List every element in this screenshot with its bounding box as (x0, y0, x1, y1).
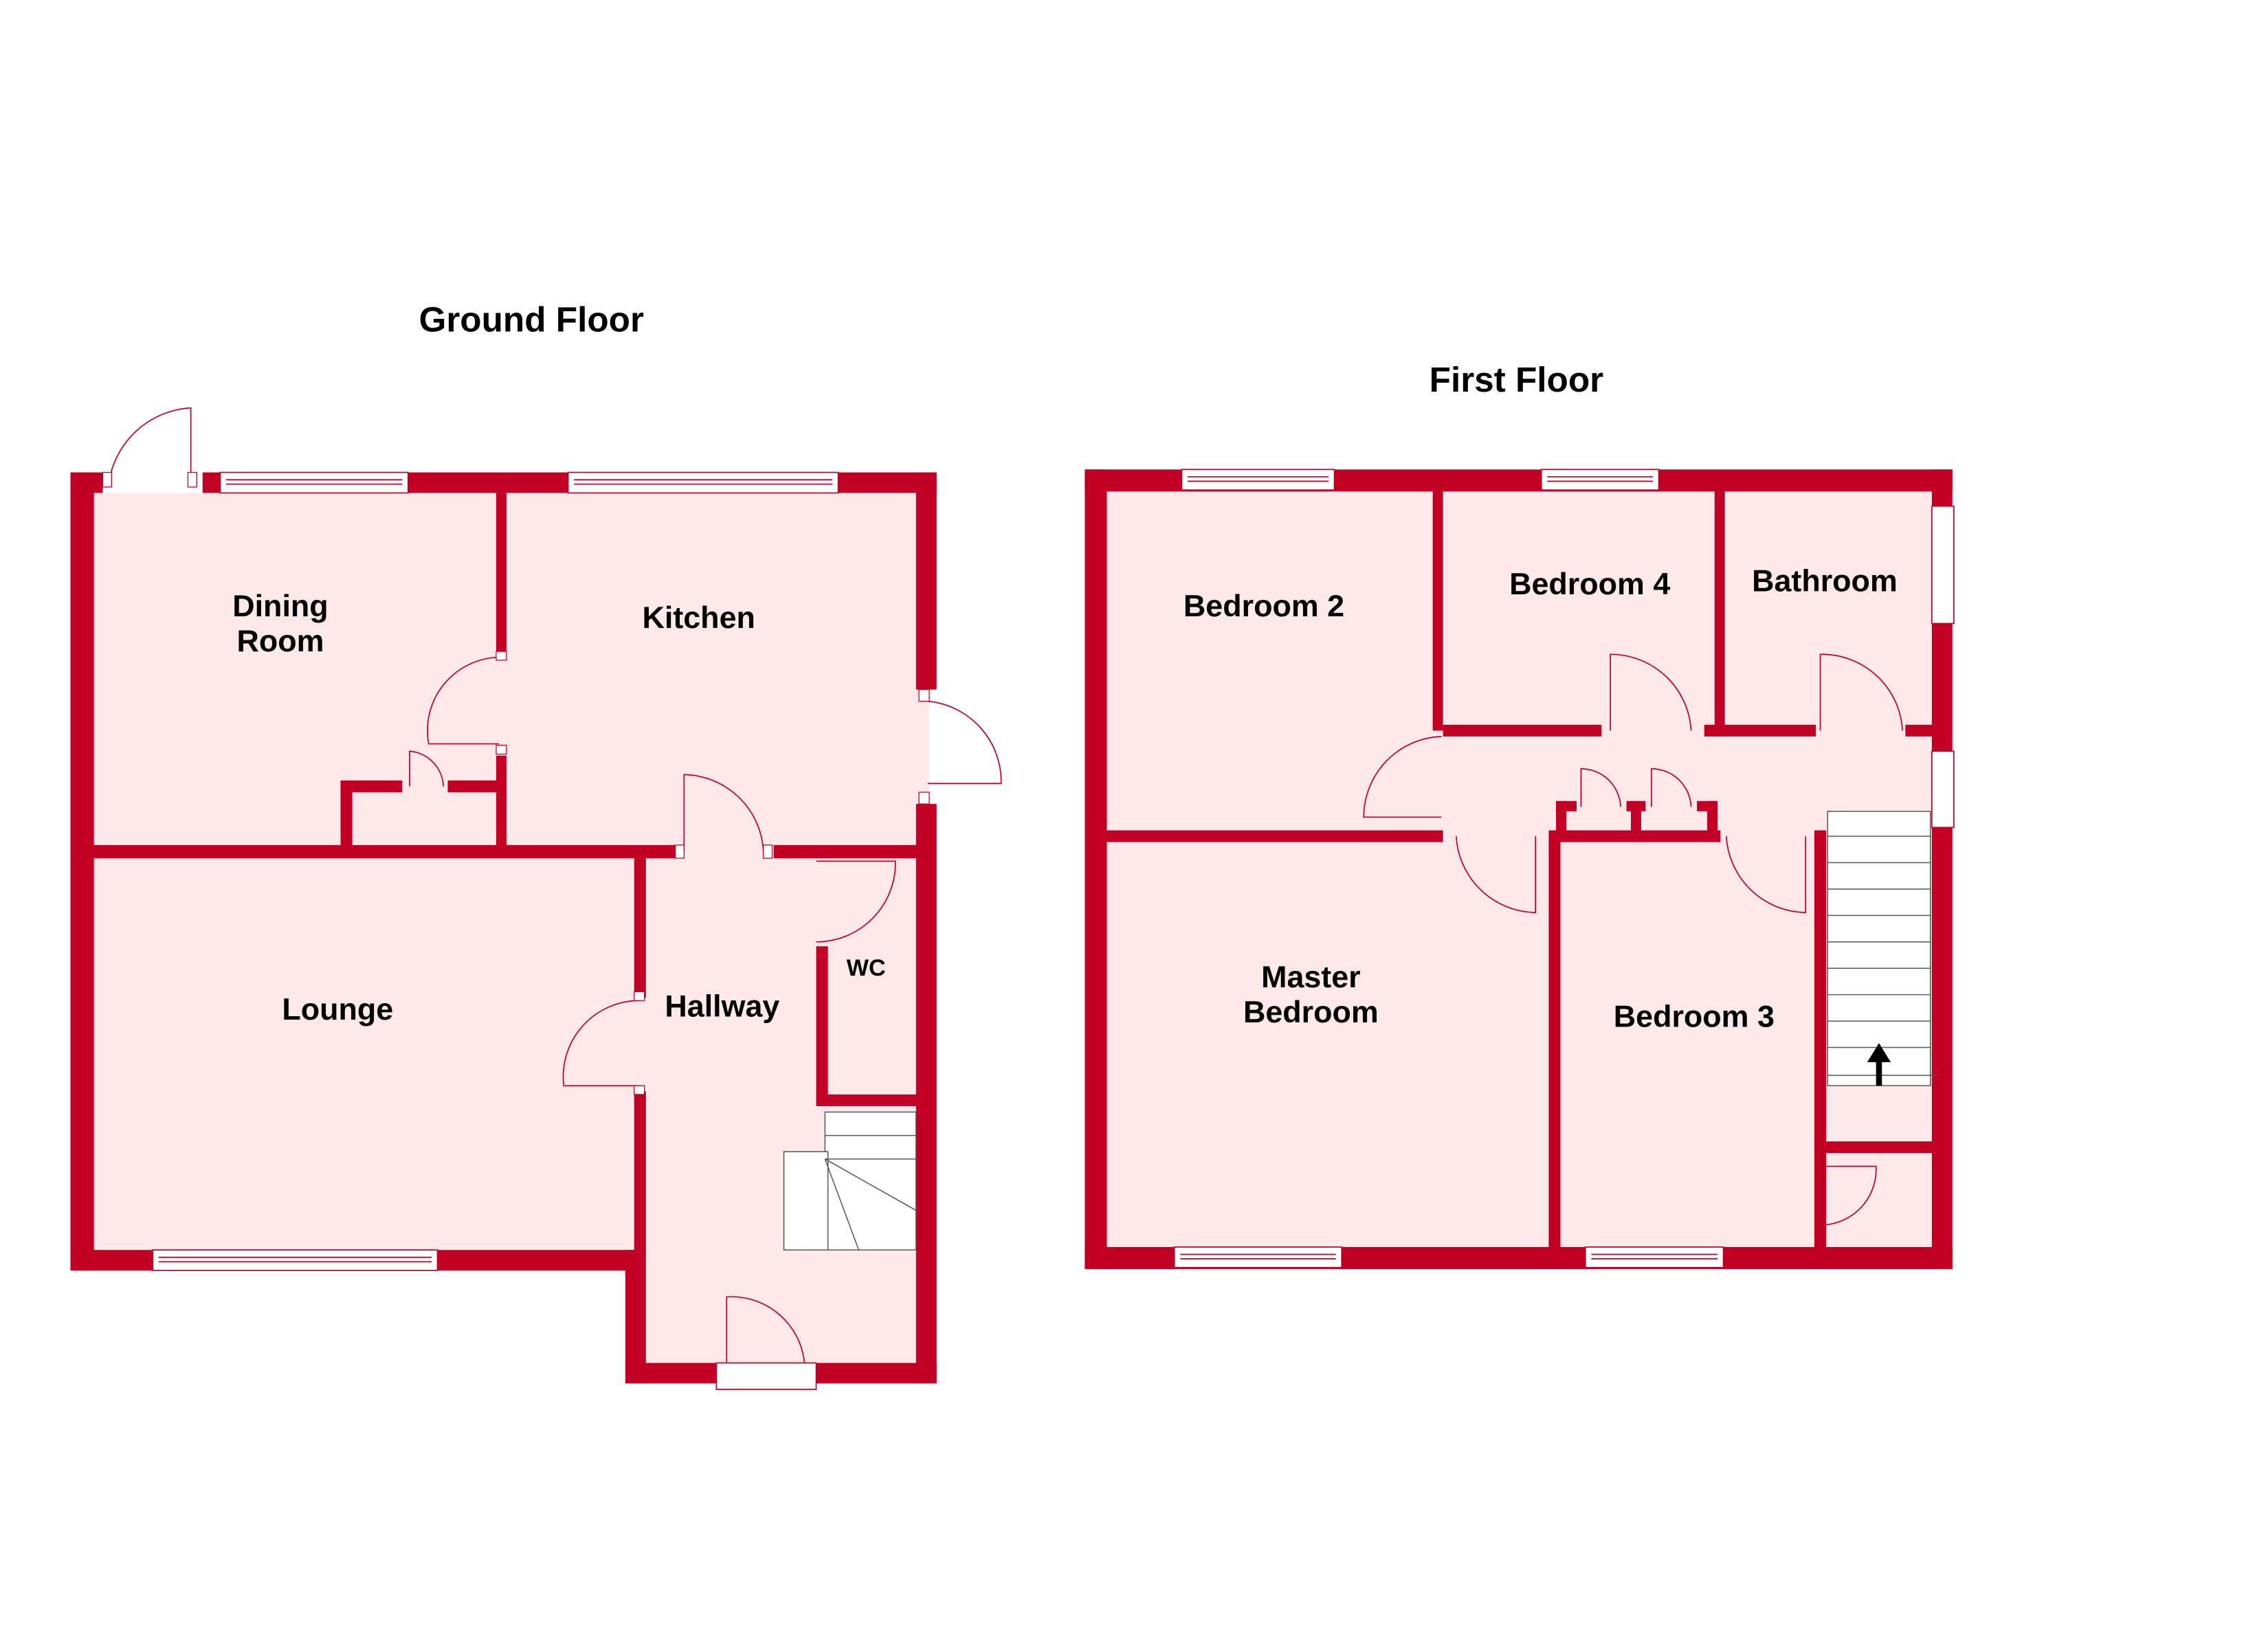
room-label-hallway: Hallway (665, 989, 779, 1024)
room-label-bedroom-2: Bedroom 2 (1183, 588, 1344, 623)
room-label-bathroom: Bathroom (1752, 563, 1898, 598)
first-floor-title: First Floor (1430, 360, 1603, 399)
stair-up-arrow-icon (1867, 1043, 1891, 1086)
stairs-first-floor (1827, 811, 1938, 1086)
ground-floor: Ground Floor (70, 300, 1002, 1390)
room-label-lounge: Lounge (282, 991, 393, 1027)
room-label-master-bedroom: Master (1261, 959, 1361, 994)
room-label-bedroom-4: Bedroom 4 (1509, 566, 1670, 601)
room-label-dining-room: Dining (232, 588, 328, 623)
first-floor: First Floor (1085, 360, 1955, 1269)
stairs (783, 1111, 917, 1250)
room-label-wc: WC (847, 955, 886, 981)
room-label-bedroom-3: Bedroom 3 (1614, 999, 1775, 1034)
room-label-master-bedroom-2: Bedroom (1243, 994, 1379, 1029)
room-label-kitchen: Kitchen (642, 600, 755, 635)
room-label-dining-room-2: Room (236, 623, 324, 658)
ground-floor-title: Ground Floor (419, 300, 643, 339)
